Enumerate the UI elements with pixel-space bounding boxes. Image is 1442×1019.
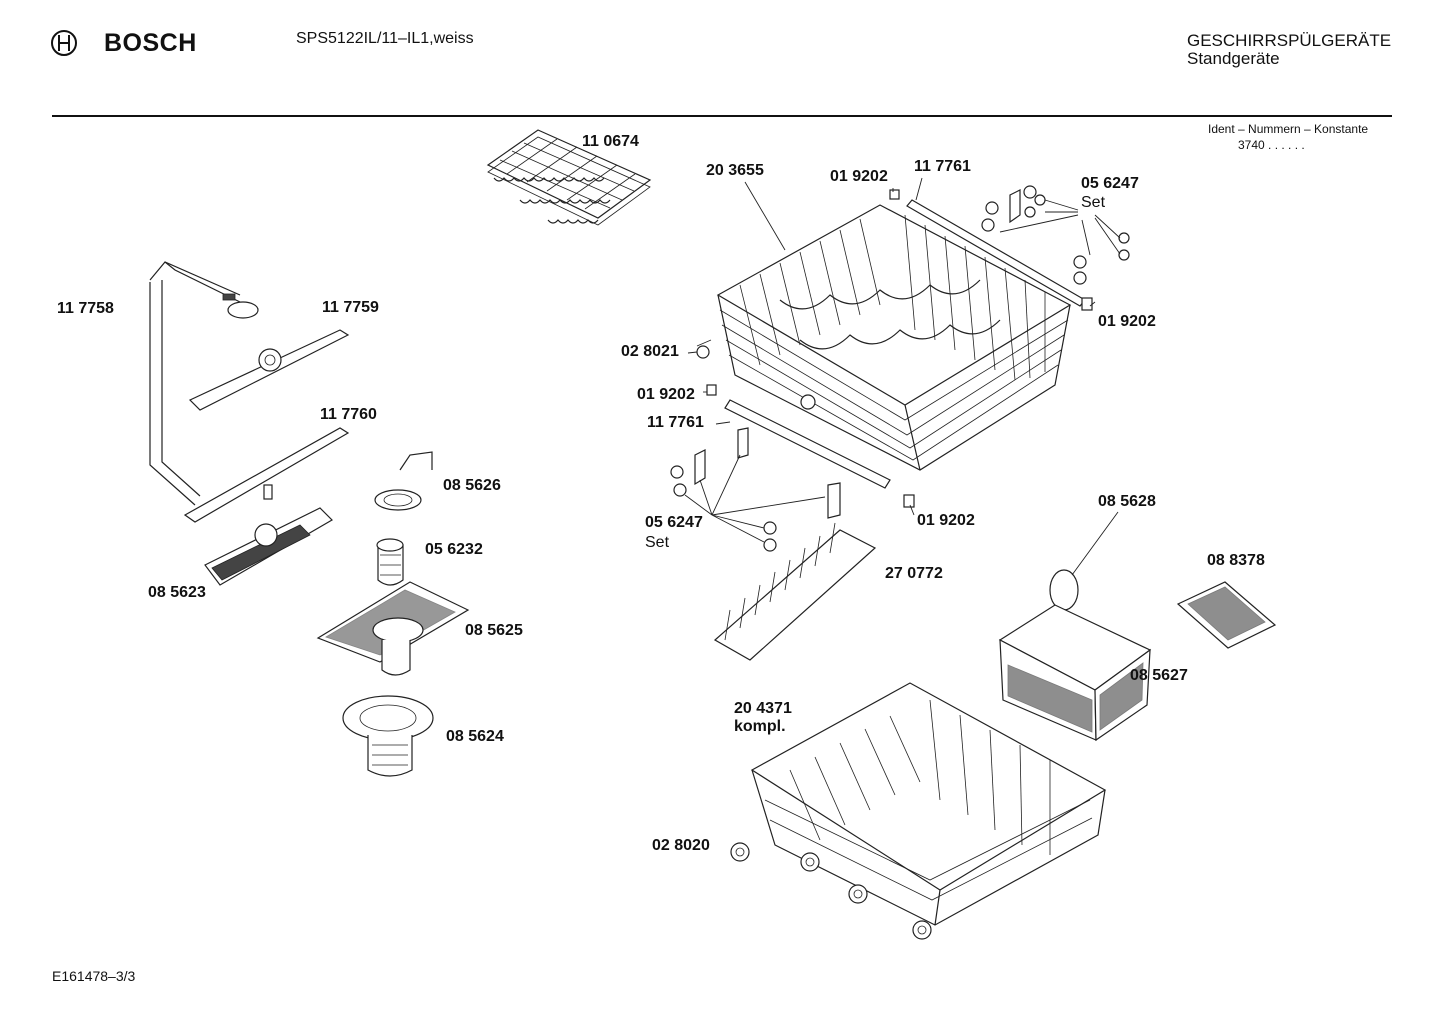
- micro-filter-drawing: [376, 538, 404, 586]
- label-117759: 11 7759: [322, 299, 379, 316]
- bosch-logo-icon: [50, 29, 78, 57]
- label-117758: 11 7758: [57, 300, 114, 317]
- label-085628: 08 5628: [1098, 493, 1156, 510]
- label-085626: 08 5626: [443, 477, 501, 494]
- filter-handle-drawing: [374, 451, 433, 511]
- label-110674: 11 0674: [582, 133, 639, 150]
- label-019202-top: 01 9202: [830, 168, 888, 185]
- ident-title: Ident – Nummern – Konstante: [1208, 122, 1369, 136]
- label-203655: 20 3655: [706, 162, 764, 179]
- label-085627: 08 5627: [1130, 667, 1188, 684]
- leader-lines: [687, 177, 1119, 576]
- category-title: GESCHIRRSPÜLGERÄTE: [1187, 31, 1392, 50]
- label-028020: 02 8020: [652, 837, 710, 854]
- category-subtitle: Standgeräte: [1187, 49, 1280, 68]
- label-set-top: Set: [1081, 194, 1106, 211]
- cup-rack-drawing: [486, 129, 652, 226]
- roller-set-upper-drawing: [981, 185, 1130, 285]
- tray-insert-drawing: [713, 522, 877, 661]
- label-085624: 08 5624: [446, 728, 504, 745]
- upper-roller-drawing: [696, 339, 712, 359]
- label-028021: 02 8021: [621, 343, 679, 360]
- label-set-lower: Set: [645, 534, 670, 551]
- label-088378: 08 8378: [1207, 552, 1265, 569]
- label-056247-lower: 05 6247: [645, 514, 703, 531]
- label-117761-top: 11 7761: [914, 158, 971, 175]
- document-id: E161478–3/3: [52, 968, 136, 984]
- header-divider: [52, 115, 1392, 117]
- spray-arm-pipe-drawing: [149, 261, 259, 506]
- label-019202-bottom: 01 9202: [917, 512, 975, 529]
- rail-drawing: [724, 199, 1086, 489]
- spray-arm-base-drawing: [204, 507, 333, 586]
- label-270772: 27 0772: [885, 565, 943, 582]
- lower-basket-drawing: [730, 682, 1107, 940]
- label-kompl: kompl.: [734, 718, 786, 735]
- ident-value: 3740 . . . . . .: [1238, 138, 1305, 152]
- label-117760: 11 7760: [320, 406, 377, 423]
- cutlery-grid-drawing: [1176, 581, 1277, 649]
- rail-clips-drawing: [706, 189, 1093, 508]
- label-019202-right: 01 9202: [1098, 313, 1156, 330]
- upper-basket-drawing: [716, 204, 1072, 471]
- label-117761-lower: 11 7761: [647, 414, 704, 431]
- roller-set-lower-drawing: [670, 427, 841, 552]
- cutlery-basket-drawing: [998, 569, 1152, 742]
- model-number: SPS5122IL/11–IL1,weiss: [296, 30, 474, 47]
- label-204371: 20 4371: [734, 700, 792, 717]
- label-056247-top: 05 6247: [1081, 175, 1139, 192]
- upper-spray-arm-drawing: [188, 329, 350, 411]
- coarse-filter-drawing: [342, 695, 434, 777]
- brand-name: BOSCH: [104, 29, 197, 57]
- label-085625: 08 5625: [465, 622, 523, 639]
- label-056232: 05 6232: [425, 541, 483, 558]
- fine-filter-plate-drawing: [316, 581, 470, 676]
- label-085623: 08 5623: [148, 584, 206, 601]
- label-019202-left: 01 9202: [637, 386, 695, 403]
- lower-spray-arm-drawing: [183, 427, 350, 523]
